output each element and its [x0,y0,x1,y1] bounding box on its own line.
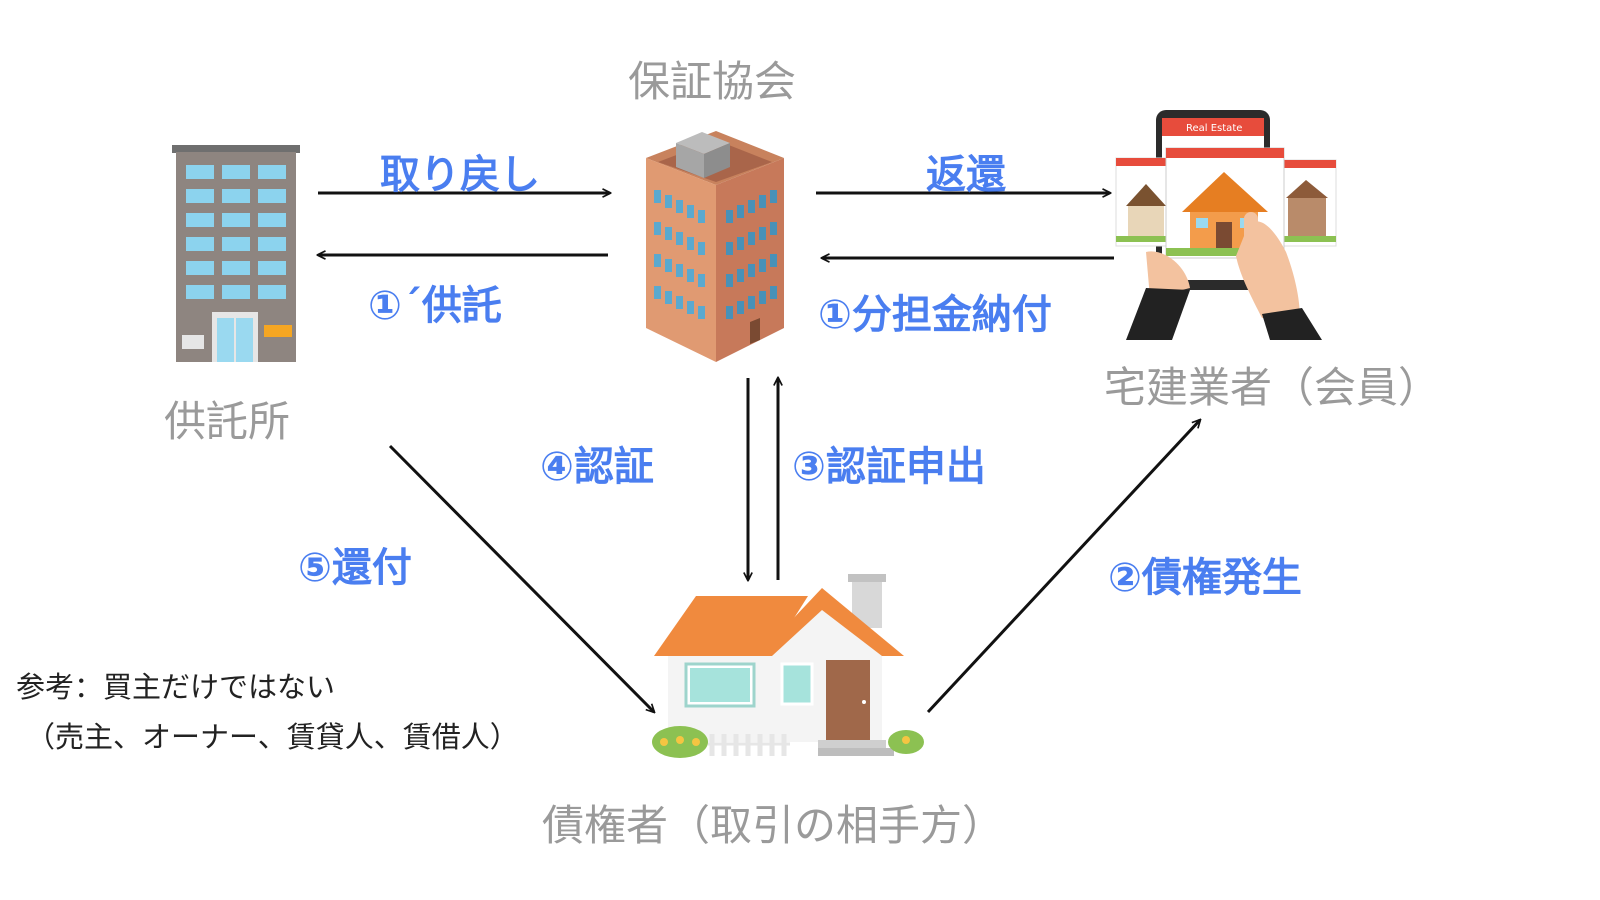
edge-label-certification-request: ③認証申出 [792,444,986,490]
guarantee-association-label: 保証協会 [628,57,797,106]
tablet-screen-title: Real Estate [1186,123,1242,134]
edge-label-certification: ④認証 [540,444,654,490]
real-estate-agent-label: 宅建業者（会員） [1104,363,1441,412]
edge-label-deposit: ①´供託 [368,283,502,329]
arrow-repayment [388,444,654,712]
note-line-1: 参考：買主だけではない [16,670,336,704]
office-building-icon [172,145,300,362]
creditor-label: 債権者（取引の相手方） [542,801,1005,850]
arrow-claim-arises [926,420,1200,714]
edge-label-repayment: ⑤還付 [298,545,412,591]
brown-tower-building-icon [646,131,784,362]
edge-label-retrieval: 取り戻し [380,152,540,198]
edge-label-contribution-payment: ①分担金納付 [818,292,1052,338]
deposit-office-label: 供託所 [164,397,291,446]
edge-label-claim-arises: ②債権発生 [1108,555,1302,601]
edge-label-refund: 返還 [926,152,1006,198]
note-line-2: （売主、オーナー、賃貸人、賃借人） [26,720,519,754]
real-estate-tablet-icon: Real Estate [1115,110,1337,340]
house-icon [652,574,924,758]
